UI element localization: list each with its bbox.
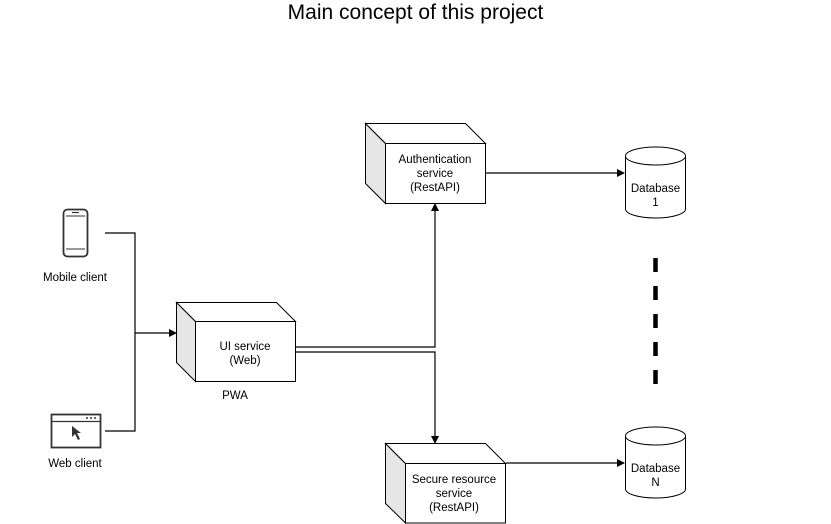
browser-window-icon (50, 413, 102, 449)
secure-resource-service-box[interactable]: Secure resource service (RestAPI) (384, 442, 507, 524)
client-connectors (105, 232, 177, 432)
secure-service-sublabel: service (436, 488, 472, 500)
secure-service-type: (RestAPI) (429, 502, 479, 514)
database-1-number: 1 (652, 197, 658, 209)
pwa-label: PWA (222, 390, 248, 402)
auth-service-type: (RestAPI) (410, 182, 460, 194)
smartphone-icon (62, 208, 89, 258)
database-1-label: Database (631, 183, 680, 195)
diagram-title: Main concept of this project (287, 1, 544, 24)
auth-service-sublabel: service (417, 168, 453, 180)
database-n-number: N (651, 477, 659, 489)
auth-service-label: Authentication (399, 154, 472, 166)
database-connectors (486, 169, 625, 467)
ui-service-sublabel: (Web) (229, 355, 260, 367)
database-1-cylinder[interactable]: Database 1 (625, 146, 686, 219)
ui-service-box[interactable]: UI service (Web) (175, 301, 297, 383)
auth-service-box[interactable]: Authentication service (RestAPI) (364, 122, 487, 205)
secure-service-label: Secure resource (412, 474, 496, 486)
web-client-label: Web client (48, 458, 102, 470)
mobile-client-label: Mobile client (43, 272, 108, 284)
service-connectors (296, 203, 439, 444)
ui-service-label: UI service (219, 341, 270, 353)
database-n-cylinder[interactable]: Database N (625, 426, 686, 499)
database-n-label: Database (631, 463, 680, 475)
